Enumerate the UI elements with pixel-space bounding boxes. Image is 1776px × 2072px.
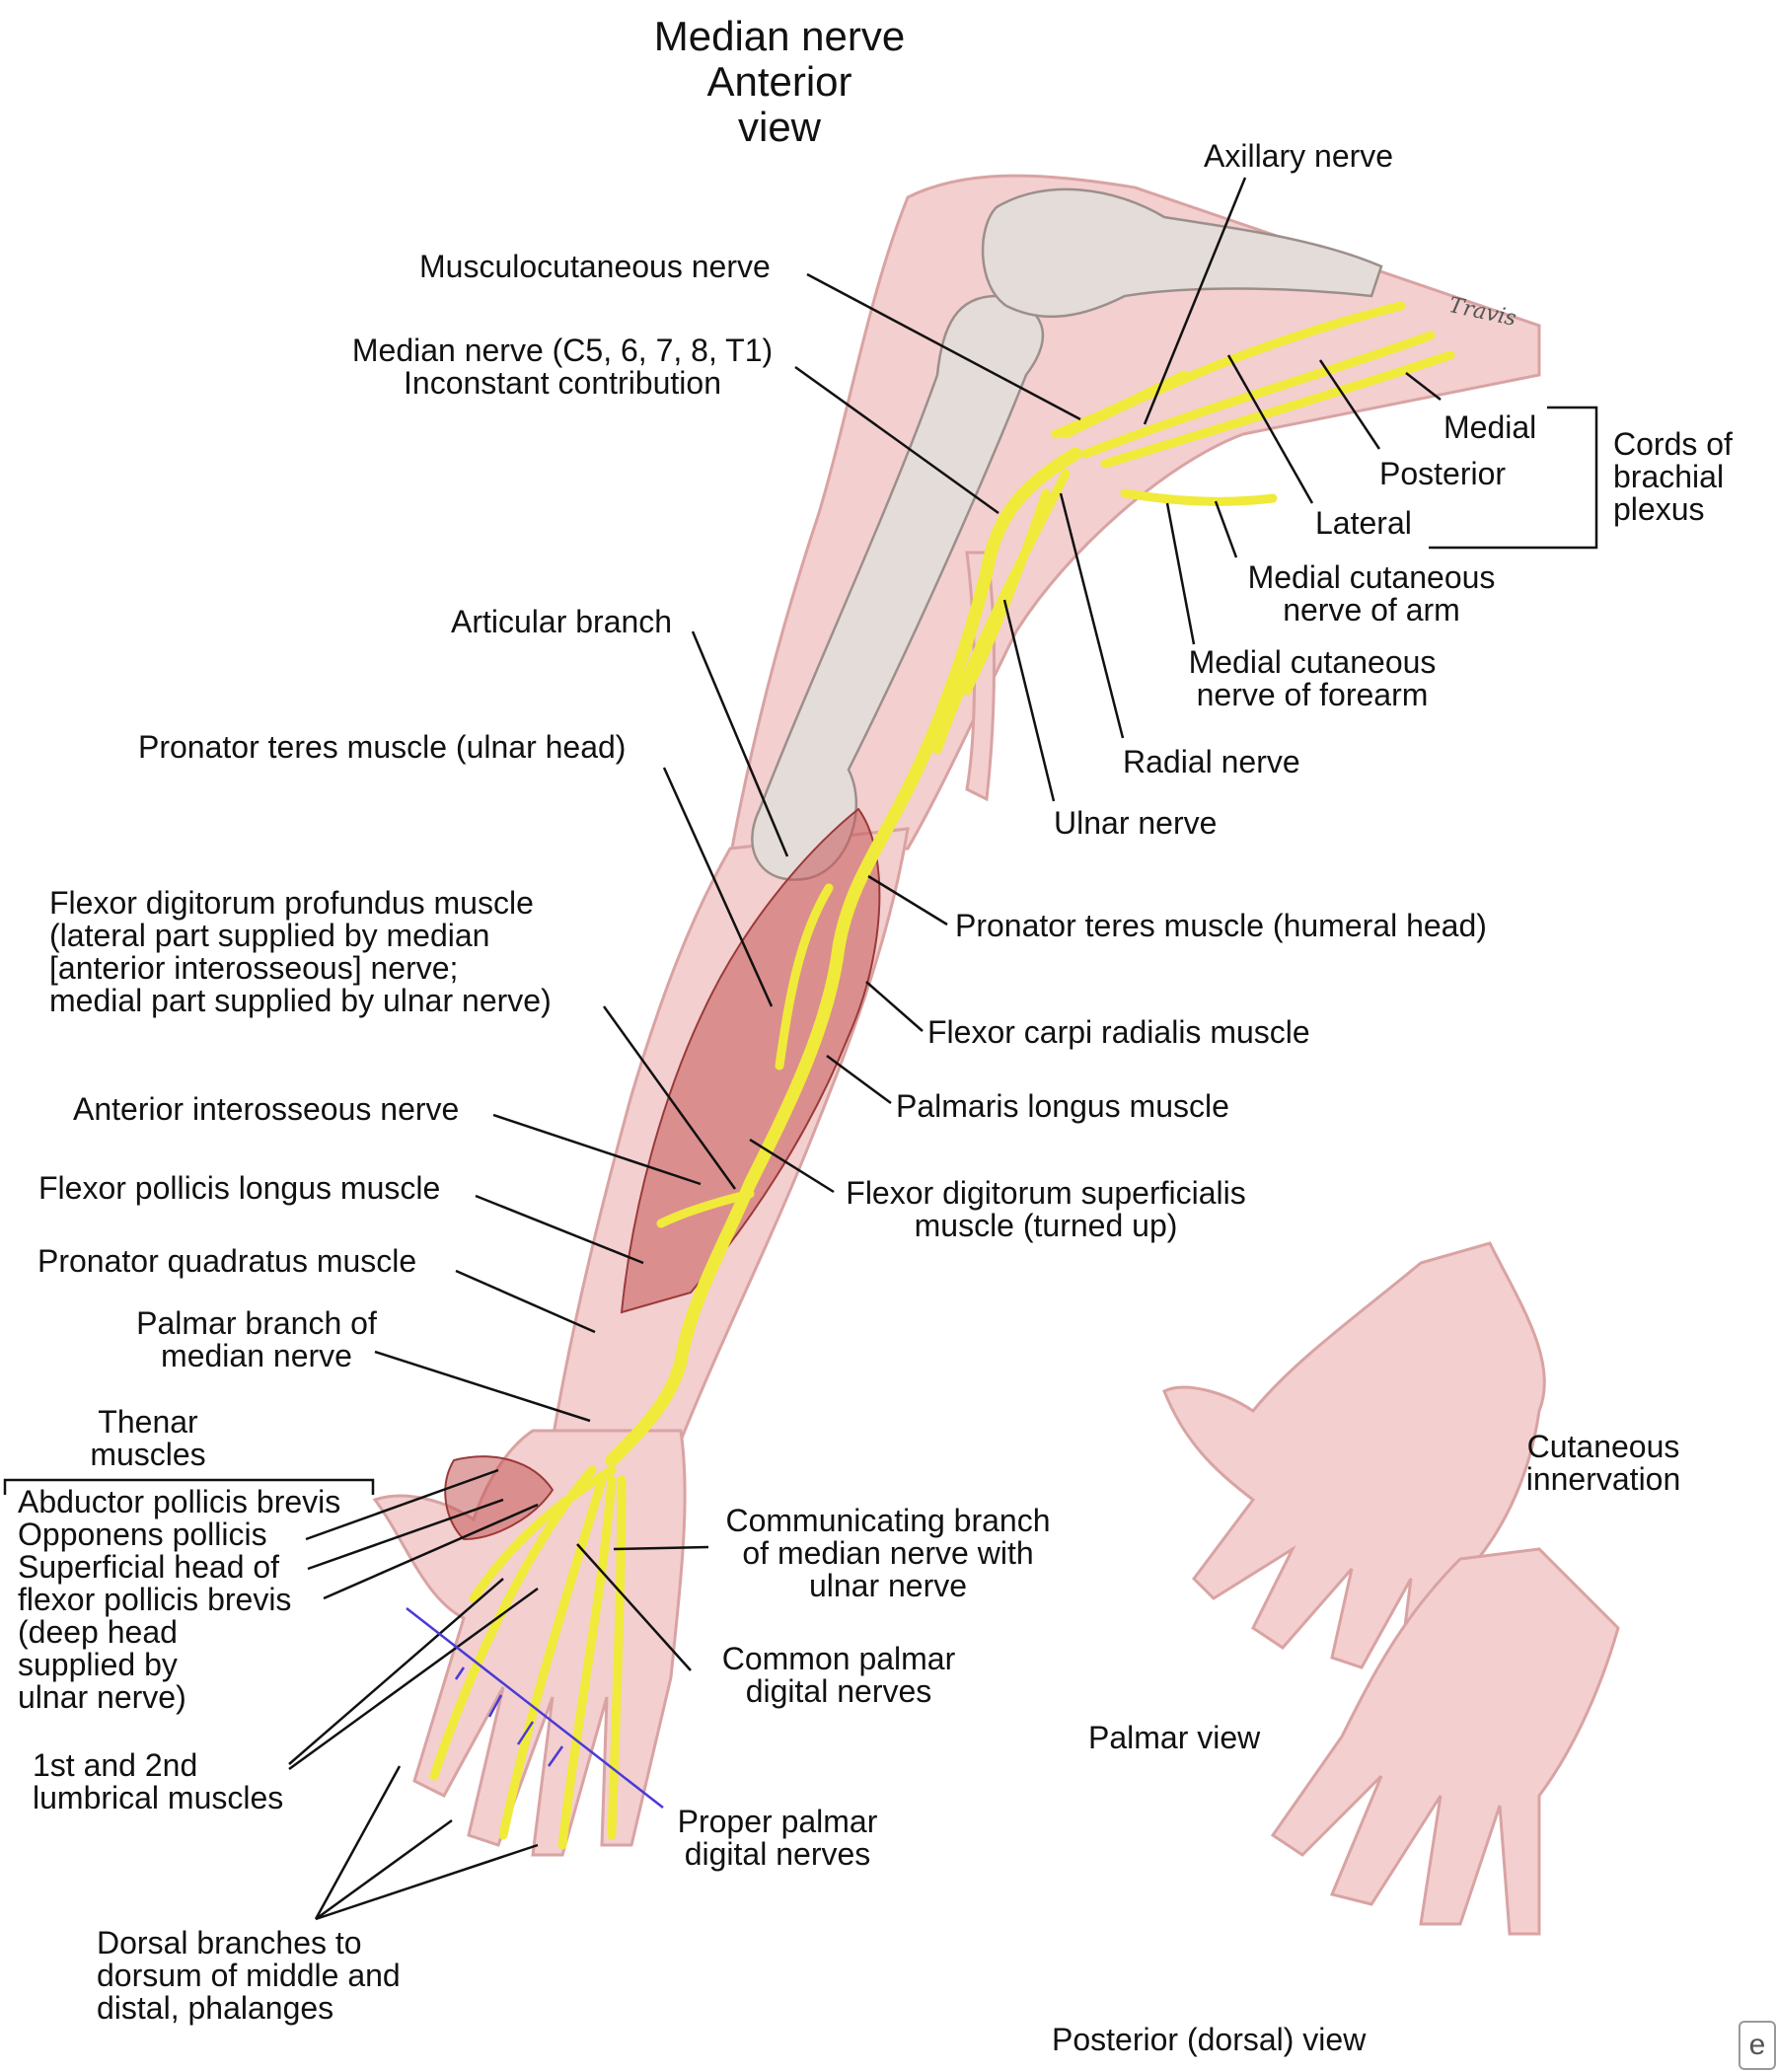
leader-line-fcr (865, 981, 924, 1032)
label-flexor-carpi-radialis: Flexor carpi radialis muscle (927, 1014, 1310, 1050)
label-lumbrical-muscles: 1st and 2nd lumbrical muscles (33, 1747, 284, 1815)
leader-line-axillary (1143, 177, 1247, 425)
leader-line-fdp (602, 1005, 737, 1190)
leader-line-radial (1059, 492, 1125, 739)
medial-cord (1100, 350, 1455, 469)
label-pronator-teres-humeral-head: Pronator teres muscle (humeral head) (955, 908, 1487, 943)
leader-line-lumbrical-1 (288, 1578, 504, 1765)
leader-line-pronator-quadratus (455, 1269, 596, 1334)
leader-line-communicating (613, 1545, 709, 1551)
leader-line-dorsal-3 (315, 1843, 539, 1921)
finger-branch-1 (498, 1475, 607, 1840)
cords-bracket-line (1429, 406, 1598, 550)
label-radial-nerve: Radial nerve (1123, 744, 1300, 779)
leader-line-posterior (1318, 359, 1381, 450)
ulnar-nerve-line (932, 469, 1071, 755)
leader-line-med-cut-forearm (1165, 502, 1196, 645)
leader-line-fpl (475, 1194, 644, 1265)
leader-lines (288, 177, 1442, 1921)
cords-bracket (1429, 406, 1598, 550)
label-communicating-branch: Communicating branch of median nerve wit… (725, 1503, 1051, 1603)
medial-cutaneous-nerves (1120, 488, 1278, 506)
dorsal-view-hand (1270, 1547, 1620, 1936)
label-pronator-teres-ulnar-head: Pronator teres muscle (ulnar head) (138, 729, 627, 765)
shoulder-bones (981, 187, 1383, 319)
finger-branch-4 (429, 1465, 597, 1781)
leader-line-pronator-humeral (867, 874, 948, 926)
leader-line-articular (691, 630, 789, 857)
thenar-muscles-shape (444, 1455, 555, 1541)
forearm-muscles (620, 807, 881, 1314)
label-medial-cutaneous-nerve-of-arm: Medial cutaneous nerve of arm (1247, 559, 1496, 628)
label-palmar-view: Palmar view (1088, 1720, 1261, 1755)
leader-line-musculocutaneous (806, 272, 1081, 421)
innervation-line-tick-4 (547, 1745, 564, 1767)
label-axillary-nerve: Axillary nerve (1204, 138, 1394, 174)
label-flexor-digitorum-superficialis: Flexor digitorum superficialis muscle (t… (846, 1175, 1246, 1243)
leader-line-palmar-branch (374, 1350, 591, 1423)
brachial-plexus (429, 301, 1455, 1850)
label-pronator-quadratus: Pronator quadratus muscle (37, 1243, 417, 1279)
label-posterior-dorsal-view: Posterior (dorsal) view (1052, 2022, 1367, 2057)
leader-line-common-palmar (576, 1543, 692, 1671)
diagram-title: Median nerve Anterior view (653, 13, 906, 150)
label-articular-branch: Articular branch (451, 604, 673, 639)
finger-branch-2 (557, 1475, 617, 1850)
thenar-bracket-line (3, 1478, 375, 1495)
leader-line-dorsal-2 (315, 1818, 453, 1921)
label-median-nerve-roots: Median nerve (C5, 6, 7, 8, T1) Inconstan… (351, 333, 774, 401)
innervation-line-tick-2 (487, 1694, 503, 1718)
label-flexor-digitorum-profundus: Flexor digitorum profundus muscle (later… (49, 885, 552, 1018)
leader-line-lumbrical-2 (288, 1587, 539, 1771)
leader-line-lateral (1226, 354, 1314, 504)
label-thenar-muscles: Thenar muscles (90, 1404, 206, 1472)
leader-line-thenar-flexor (323, 1503, 539, 1600)
leader-line-fds (749, 1138, 835, 1194)
leader-line-med-cut-arm (1214, 500, 1238, 558)
label-lateral-cord: Lateral (1315, 505, 1412, 541)
leader-line-medial (1405, 372, 1442, 401)
innervation-line-tick-1 (454, 1666, 466, 1680)
label-thenar-muscle-list: Abductor pollicis brevis Opponens pollic… (18, 1484, 341, 1715)
leader-line-thenar-abductor (305, 1468, 499, 1541)
label-cords-of-brachial-plexus: Cords of brachial plexus (1613, 426, 1733, 527)
label-dorsal-branches: Dorsal branches to dorsum of middle and … (97, 1925, 401, 2026)
label-medial-cutaneous-nerve-of-forearm: Medial cutaneous nerve of forearm (1188, 644, 1437, 712)
leader-line-ulnar (1002, 599, 1056, 802)
leader-line-ant-interosseous (492, 1113, 702, 1186)
interosseous-branch (656, 1189, 755, 1228)
median-nerve-trunk (605, 447, 1082, 1467)
finger-branch-3 (607, 1475, 627, 1840)
palmar-view-hand (1162, 1241, 1546, 1669)
thumb-branch (469, 1465, 617, 1603)
leader-line-pronator-ulnar (662, 767, 774, 1007)
leader-line-dorsal-1 (314, 1765, 402, 1920)
leader-line-palmaris (826, 1054, 892, 1105)
thenar-bracket (3, 1478, 375, 1495)
corner-logo: e (1739, 2021, 1776, 2070)
innervation-line-tick-3 (516, 1721, 535, 1745)
label-palmar-branch-of-median-nerve: Palmar branch of median nerve (136, 1305, 377, 1373)
leader-line-median-roots (794, 365, 999, 515)
label-common-palmar-digital-nerves: Common palmar digital nerves (721, 1641, 956, 1709)
proper-palmar-innervation-lines (406, 1607, 664, 1809)
label-medial-cord: Medial (1443, 409, 1537, 445)
pronator-branch (775, 883, 834, 1071)
label-cutaneous-innervation: Cutaneous innervation (1525, 1429, 1681, 1497)
leader-line-thenar-opponens (307, 1498, 504, 1571)
upper-arm-skin (728, 174, 1541, 860)
label-palmaris-longus: Palmaris longus muscle (896, 1088, 1229, 1124)
label-proper-palmar-digital-nerves: Proper palmar digital nerves (677, 1804, 878, 1872)
label-anterior-interosseous-nerve: Anterior interosseous nerve (73, 1091, 460, 1127)
label-ulnar-nerve: Ulnar nerve (1054, 805, 1218, 841)
label-musculocutaneous-nerve: Musculocutaneous nerve (419, 249, 771, 284)
label-flexor-pollicis-longus: Flexor pollicis longus muscle (38, 1170, 441, 1206)
musculocutaneous-nerve-line (1051, 370, 1189, 439)
label-posterior-cord: Posterior (1379, 456, 1507, 491)
posterior-cord (1080, 331, 1436, 459)
innervation-line-main (406, 1607, 664, 1809)
